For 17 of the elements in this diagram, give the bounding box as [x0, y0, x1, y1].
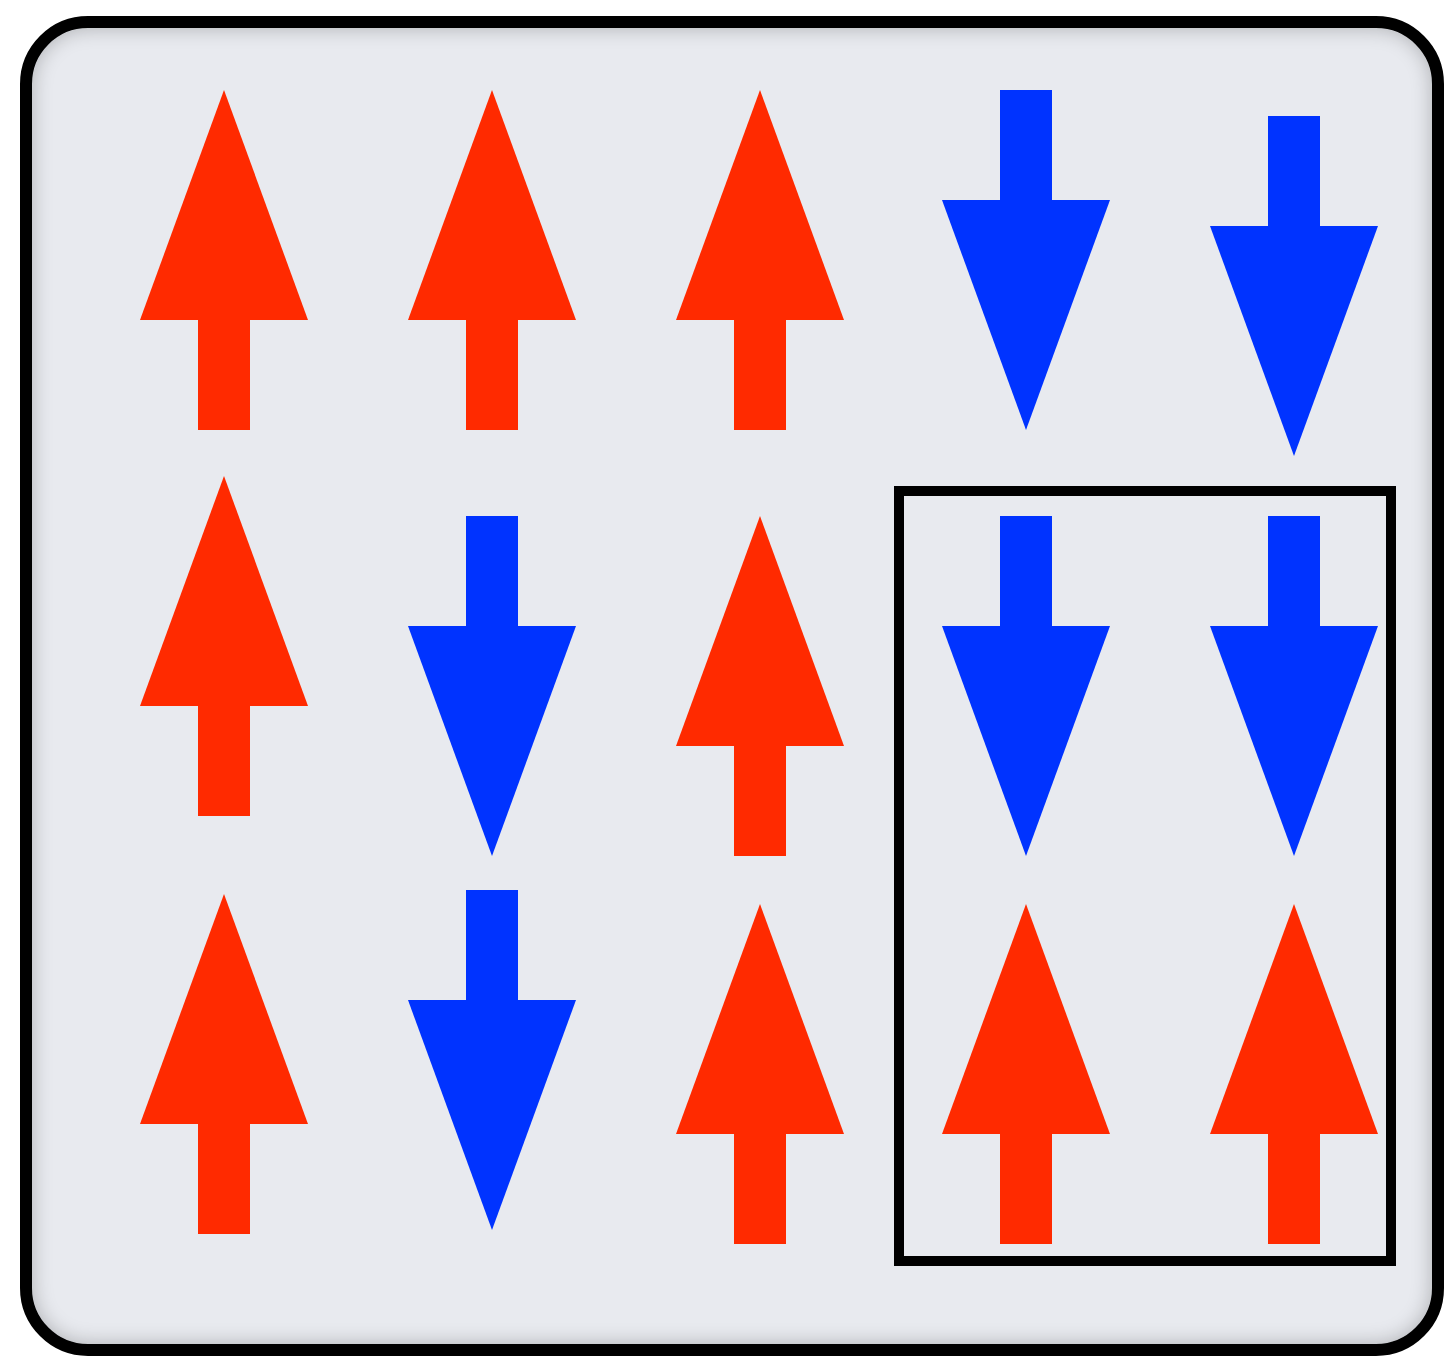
- up-arrow-icon: [408, 90, 576, 430]
- frame-panel: [20, 16, 1444, 1356]
- highlight-box: [894, 486, 1396, 1266]
- down-arrow-icon: [408, 516, 576, 856]
- up-arrow-icon: [676, 904, 844, 1244]
- up-arrow-icon: [942, 904, 1110, 1244]
- up-arrow-icon: [140, 476, 308, 816]
- up-arrow-icon: [140, 894, 308, 1234]
- up-arrow-icon: [1210, 904, 1378, 1244]
- up-arrow-icon: [140, 90, 308, 430]
- up-arrow-icon: [676, 516, 844, 856]
- down-arrow-icon: [942, 90, 1110, 430]
- down-arrow-icon: [1210, 116, 1378, 456]
- up-arrow-icon: [676, 90, 844, 430]
- down-arrow-icon: [408, 890, 576, 1230]
- down-arrow-icon: [1210, 516, 1378, 856]
- down-arrow-icon: [942, 516, 1110, 856]
